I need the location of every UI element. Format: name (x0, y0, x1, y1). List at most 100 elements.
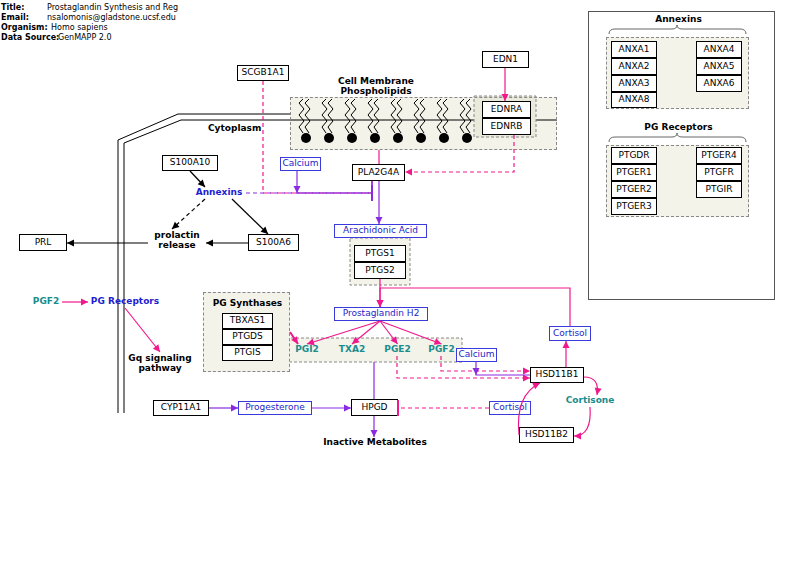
node-text: PTGS2 (365, 266, 394, 276)
node-text: SCGB1A1 (242, 68, 285, 78)
arrow-head (377, 300, 384, 307)
node-text: ANXA8 (619, 95, 650, 105)
text-label: Email: (1, 13, 29, 23)
node-text: EDNRA (491, 105, 522, 115)
connector (397, 356, 530, 382)
connector-line (62, 301, 88, 302)
node-text: prolactin release (148, 231, 206, 251)
node-text: ANXA3 (619, 79, 650, 89)
gene-box: HSD11B2 (519, 427, 574, 443)
arrow-head (595, 388, 602, 395)
connector-line (290, 332, 298, 344)
node-text: ANXA2 (619, 62, 650, 72)
gene-box: TBXAS1 (222, 313, 273, 329)
node-text: Prostaglandin H2 (343, 309, 420, 319)
node-text: PGF2 (428, 345, 454, 355)
gene-box: EDNRA (482, 101, 531, 118)
connector-line (504, 68, 505, 101)
legend-panel (589, 12, 775, 300)
prostaglandin-label: Cortisone (562, 395, 618, 407)
node-text: Calcium (458, 350, 494, 360)
gene-box: ANXA2 (611, 58, 657, 75)
gene-box: ANXA3 (611, 75, 657, 92)
group-label-node: PG Receptors (88, 296, 162, 308)
prostaglandin-label: PGI2 (293, 344, 321, 356)
connector-line (378, 181, 379, 224)
node-text: PTGS1 (365, 249, 394, 259)
gene-box: ANXA1 (611, 41, 657, 58)
text-label: nsalomonis@gladstone.ucsf.edu (47, 13, 176, 23)
connector (263, 81, 372, 193)
connector-line (379, 279, 380, 307)
connector (312, 405, 351, 412)
connector (352, 321, 380, 344)
gene-box: PLA2G4A (352, 164, 405, 181)
arrow-head (434, 338, 442, 345)
connector (377, 288, 571, 326)
arrow-head (405, 169, 412, 176)
connector (502, 68, 509, 101)
connector (377, 279, 384, 307)
arrow-head (377, 300, 384, 307)
arrow-head (291, 336, 298, 344)
connector-line (380, 288, 570, 326)
connector-line (574, 407, 590, 436)
brace (609, 133, 746, 142)
gene-group: PG ReceptorsPTGDRPTGER1PTGER2PTGER3PTGER… (606, 145, 749, 217)
arrow-head (523, 368, 530, 375)
connector-line (441, 356, 530, 371)
connector (67, 240, 148, 247)
gene-group: PG SynthasesTBXAS1PTGDSPTGIS (203, 292, 290, 372)
connector (232, 199, 268, 234)
arrow-head (523, 375, 530, 382)
connector (441, 356, 530, 375)
arrow-head (307, 339, 315, 346)
gene-box: ANXA6 (696, 75, 742, 92)
node-text: Inactive Metabolites (323, 438, 427, 448)
node-text: Annexins (196, 188, 243, 198)
text-label: GenMAPP 2.0 (58, 33, 111, 43)
receptor-group (474, 96, 536, 137)
connector (398, 400, 489, 416)
arrow-head (376, 217, 383, 224)
node-text: PTGER2 (616, 185, 652, 195)
node-text: Gq signaling pathway (125, 354, 195, 374)
connector (376, 181, 383, 224)
node-text: Cortisol (493, 403, 527, 413)
node-text: PTGER3 (616, 202, 652, 212)
connector-line (584, 377, 597, 395)
node-text: PTGIR (706, 185, 733, 195)
connector (380, 321, 442, 345)
text-label: Homo sapiens (51, 23, 108, 33)
gene-box: ANXA5 (696, 58, 742, 75)
arrow-head (574, 433, 581, 440)
arrow-head (206, 240, 213, 247)
prostaglandin-band (286, 338, 462, 362)
arrow-head (473, 368, 480, 375)
connector-line (312, 407, 351, 408)
connector (518, 383, 540, 435)
node-text: PTGDS (232, 332, 263, 342)
arrow-head (231, 405, 238, 412)
connector (172, 199, 205, 229)
metabolite-box: Calcium (456, 348, 497, 362)
node-text: EDN1 (493, 55, 518, 65)
node-text: ANXA4 (704, 45, 735, 55)
diagram-title: Prostaglandin Synthesis and Reg (47, 3, 178, 13)
node-text: ANXA6 (704, 79, 735, 89)
phospholipids (299, 99, 472, 143)
node-text: S100A10 (170, 158, 211, 168)
connector (246, 181, 372, 201)
arrow-head (532, 383, 540, 389)
node-text: HPGD (361, 403, 387, 413)
inhibition-bar (397, 400, 399, 416)
connector-line (518, 383, 540, 435)
node-text: ANXA1 (619, 45, 650, 55)
arrow-head (172, 222, 180, 229)
arrow-head (344, 405, 351, 412)
arrow-head (67, 240, 74, 247)
gene-box: PTGS2 (354, 262, 406, 279)
gene-box: HSD11B1 (530, 367, 584, 383)
gene-box: PTGER1 (611, 164, 657, 181)
node-text: PGI2 (295, 345, 319, 355)
